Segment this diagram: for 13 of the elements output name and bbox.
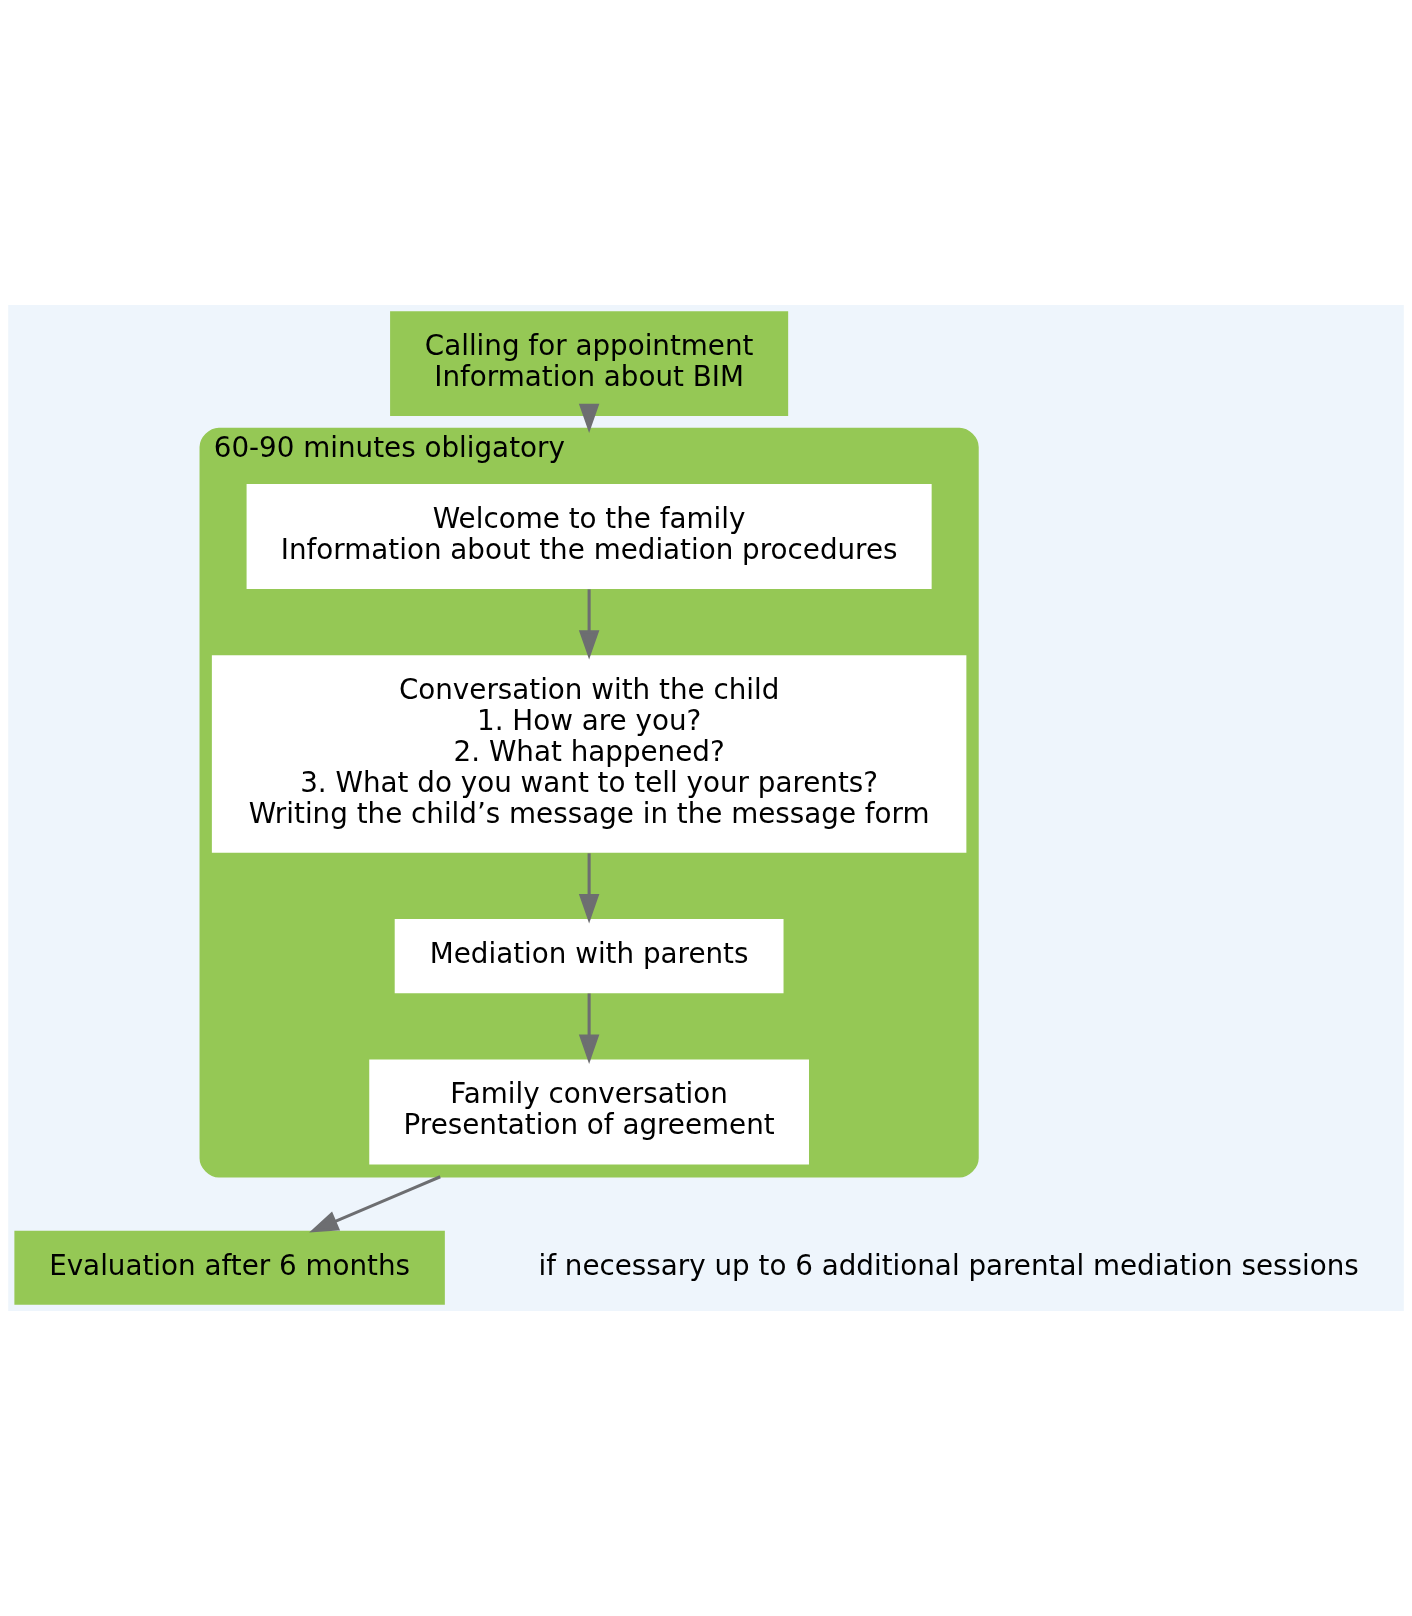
label: if necessary up to 6 additional parental mediation sessions: [538, 1248, 1359, 1282]
node-box: Mediation with parents: [394, 919, 784, 994]
cluster: [199, 427, 979, 1178]
arrow: [578, 589, 600, 660]
node-box: Evaluation after 6 months: [14, 1230, 445, 1305]
node-label: 60-90 minutes obligatory: [213, 430, 565, 464]
arrow: [578, 403, 600, 434]
arrow: [578, 853, 600, 924]
arrow: [309, 1175, 441, 1233]
node-box: Family conversation Presentation of agreement: [369, 1059, 809, 1165]
node-box: Welcome to the family Information about the mediation procedures: [246, 484, 932, 589]
arrow: [578, 993, 600, 1064]
node-box: Conversation with the child 1. How are you? 2. What happened? 3. What do you want to tell your parents? Writing the child’s message in the message form: [211, 655, 967, 853]
